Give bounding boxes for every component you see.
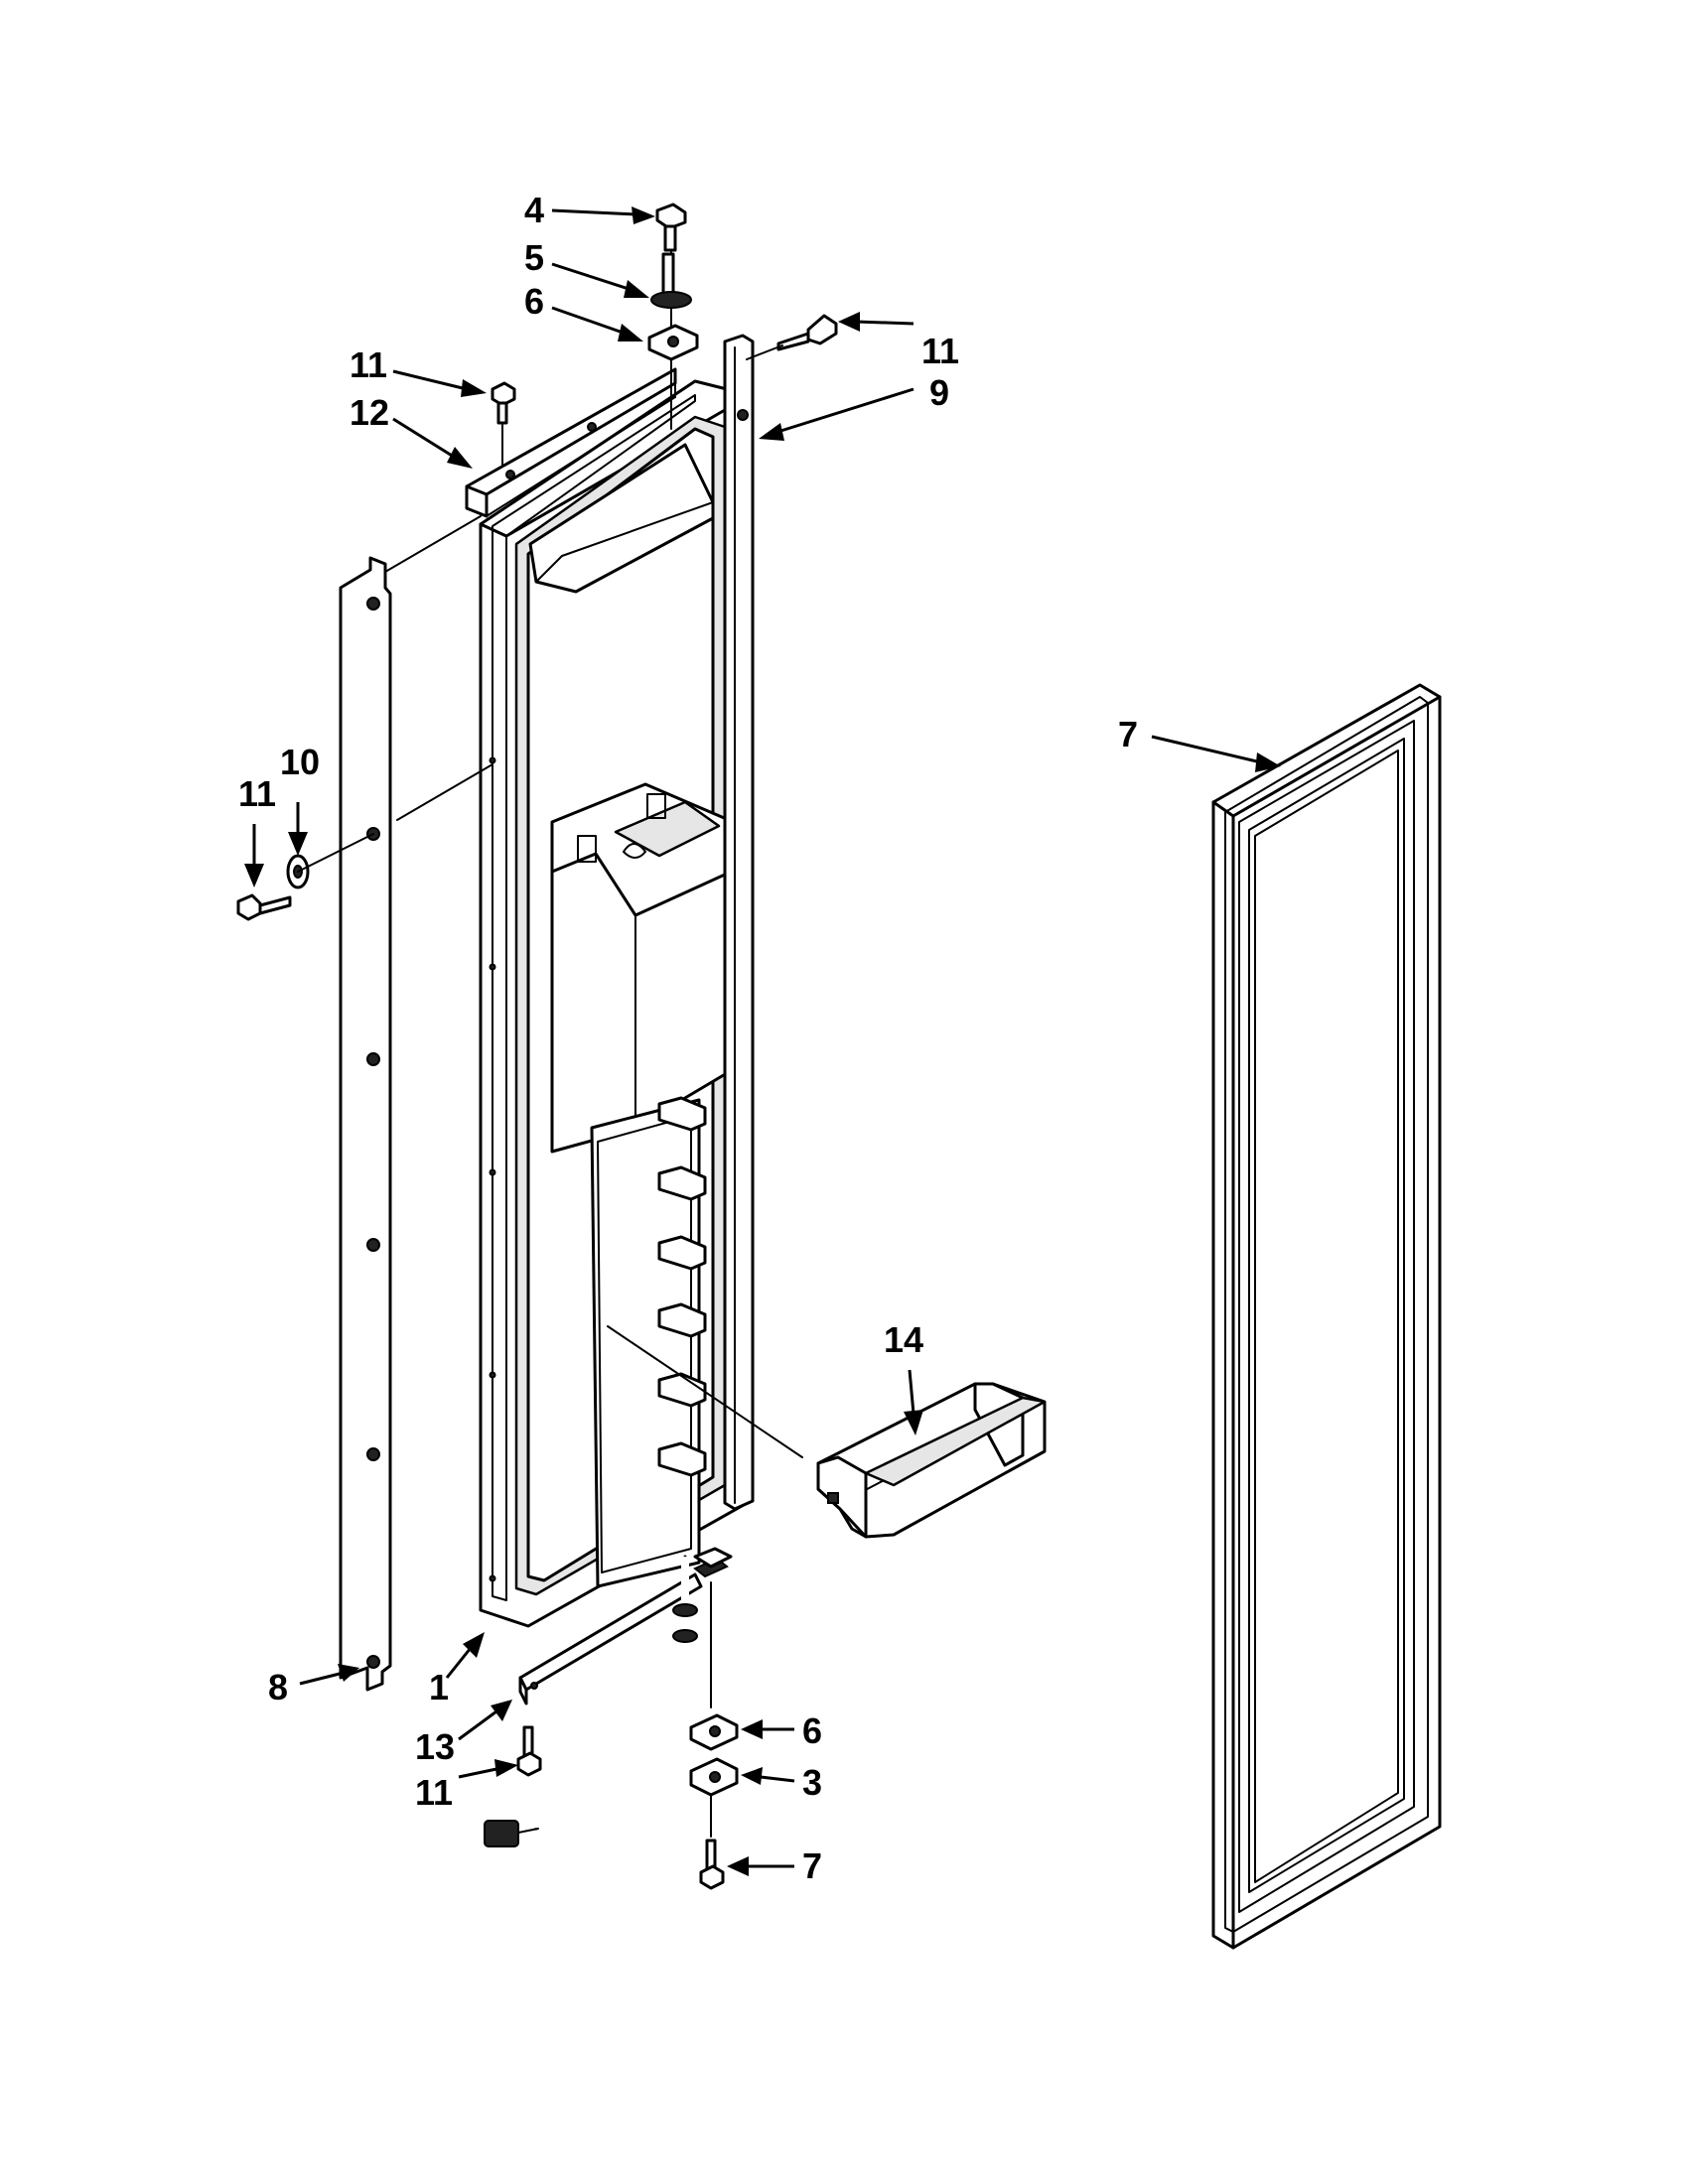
part-7-door-gasket	[1211, 683, 1442, 1950]
callout-3: 3	[802, 1762, 822, 1803]
part-13-bottom-bracket	[518, 1572, 703, 1706]
screw-part-11-left	[236, 893, 292, 921]
part-14-door-bin	[816, 1382, 1047, 1539]
screw-part-7-bottom	[699, 1839, 725, 1890]
screw-part-4	[655, 203, 687, 252]
callout-6-top: 6	[524, 281, 544, 322]
part-6-hinge-shim-top	[647, 324, 699, 361]
callout-11-bottom: 11	[415, 1772, 453, 1813]
callout-7-screw: 7	[802, 1845, 822, 1886]
part-5-hinge-pin	[650, 252, 692, 309]
water-line-harness	[484, 1555, 698, 1847]
screw-part-11-bottom	[516, 1725, 542, 1777]
callout-11-top-right: 11	[921, 331, 959, 371]
callout-12: 12	[350, 392, 389, 433]
callout-10: 10	[280, 742, 320, 782]
callout-14: 14	[884, 1319, 923, 1360]
part-12-top-bracket	[465, 367, 677, 518]
callout-1: 1	[429, 1667, 449, 1707]
callout-labels: 4 5 6 11 12 11 9 11 10 7 14 8 1 13 11 6 …	[238, 190, 1138, 1886]
leader-lines	[244, 206, 1281, 1876]
callout-6-bottom: 6	[802, 1710, 822, 1751]
callout-8: 8	[268, 1667, 288, 1707]
screw-part-11-top-left	[491, 381, 516, 425]
part-8-side-panel	[339, 556, 392, 1692]
part-1-door-assembly	[479, 379, 753, 1628]
part-9-trim-strip	[723, 334, 755, 1511]
callout-7-gasket: 7	[1118, 714, 1138, 754]
shelf-clip-ladder	[657, 1096, 707, 1477]
callout-5: 5	[524, 237, 544, 278]
callout-9: 9	[929, 372, 949, 413]
callout-13: 13	[415, 1726, 455, 1767]
callout-11-left: 11	[238, 773, 276, 814]
screw-part-11-top-right	[776, 314, 838, 351]
callout-11-top-left: 11	[350, 344, 387, 385]
callout-4: 4	[524, 190, 544, 230]
lower-hinge-stack	[689, 1547, 739, 1838]
